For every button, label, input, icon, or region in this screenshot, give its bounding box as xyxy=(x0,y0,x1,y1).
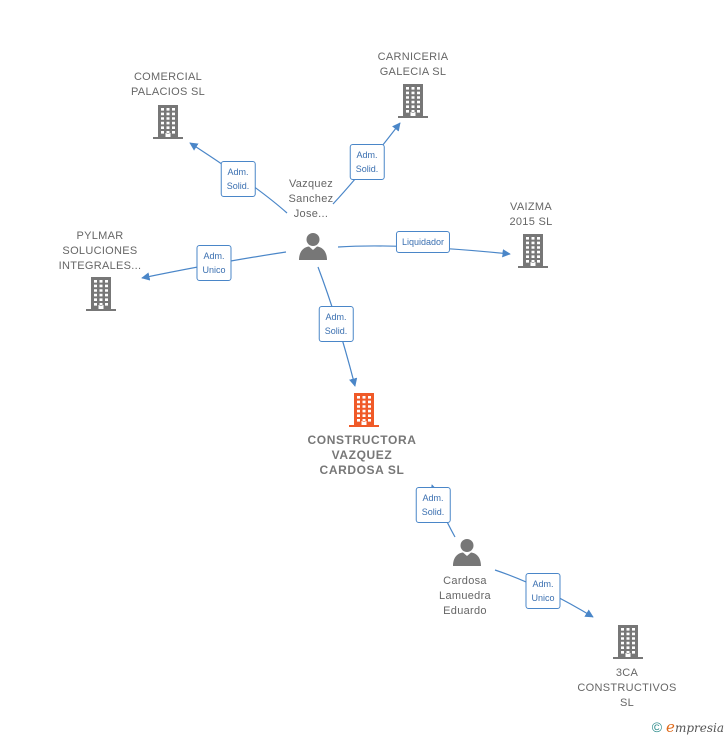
edge-label-line: Solid. xyxy=(421,507,445,517)
node-label-line: SOLUCIONES xyxy=(62,245,138,257)
edge-label-line: Solid. xyxy=(324,326,348,336)
node-label-line: COMERCIAL xyxy=(133,71,203,83)
edge-label-line: Unico xyxy=(531,593,555,603)
building-icon xyxy=(153,105,183,139)
node-label-line: Sanchez xyxy=(288,193,334,205)
building-icon xyxy=(398,84,428,118)
node-carniceria[interactable] xyxy=(396,83,430,124)
node-label-carniceria[interactable]: CARNICERIA GALECIA SL xyxy=(378,50,449,80)
node-label-line: VAZQUEZ xyxy=(331,448,393,462)
node-label-line: CARNICERIA xyxy=(377,51,449,63)
node-label-comercial[interactable]: COMERCIAL PALACIOS SL xyxy=(131,70,205,100)
node-label-line: CONSTRUCTIVOS xyxy=(577,682,677,694)
edge-label-e4[interactable]: Adm. Unico xyxy=(196,245,232,281)
node-label-line: Jose... xyxy=(293,208,329,220)
node-tresca[interactable] xyxy=(611,624,645,665)
edge-label-line: Adm. xyxy=(325,312,347,322)
edge-label-line: Adm. xyxy=(356,150,378,160)
node-label-line: VAIZMA xyxy=(510,201,552,213)
edge-label-line: Liquidador xyxy=(401,237,445,247)
node-comercial[interactable] xyxy=(151,104,185,145)
node-label-line: CONSTRUCTORA xyxy=(307,433,417,447)
node-pylmar[interactable] xyxy=(84,276,118,317)
node-label-line: PYLMAR xyxy=(76,230,124,242)
edge-label-e6[interactable]: Adm. Solid. xyxy=(415,487,451,523)
edge-label-line: Solid. xyxy=(226,181,250,191)
copyright-icon: © xyxy=(651,719,663,735)
node-label-line: GALECIA SL xyxy=(379,66,447,78)
person-icon xyxy=(299,233,327,260)
edge-label-e5[interactable]: Adm. Solid. xyxy=(318,306,354,342)
node-label-line: 3CA xyxy=(615,667,639,679)
person-icon xyxy=(453,539,481,566)
node-cardosa[interactable] xyxy=(452,537,482,572)
building-icon xyxy=(349,393,379,427)
edge-label-e1[interactable]: Adm. Solid. xyxy=(220,161,256,197)
node-label-line: CARDOSA SL xyxy=(319,463,405,477)
node-label-line: PALACIOS SL xyxy=(130,86,206,98)
footer-brand: © empresia xyxy=(652,718,724,736)
node-label-line: Vazquez xyxy=(288,178,334,190)
edge-label-line: Adm. xyxy=(203,251,225,261)
building-icon xyxy=(86,277,116,311)
node-label-tresca[interactable]: 3CA CONSTRUCTIVOS SL xyxy=(577,666,676,711)
edge-label-e2[interactable]: Adm. Solid. xyxy=(349,144,385,180)
edge-label-line: Solid. xyxy=(355,164,379,174)
node-label-pylmar[interactable]: PYLMAR SOLUCIONES INTEGRALES... xyxy=(59,229,142,274)
edge-label-e3[interactable]: Liquidador xyxy=(395,231,451,253)
edge-label-e7[interactable]: Adm. Unico xyxy=(525,573,561,609)
building-icon xyxy=(518,234,548,268)
edge-label-line: Unico xyxy=(202,265,226,275)
node-vaizma[interactable] xyxy=(516,233,550,274)
node-label-line: INTEGRALES... xyxy=(58,260,142,272)
node-label-line: 2015 SL xyxy=(509,216,553,228)
edge-label-line: Adm. xyxy=(227,167,249,177)
node-label-line: Lamuedra xyxy=(439,590,491,602)
building-icon xyxy=(613,625,643,659)
node-constructora[interactable] xyxy=(347,392,381,433)
node-label-line: Eduardo xyxy=(443,605,487,617)
edge-label-line: Adm. xyxy=(422,493,444,503)
node-vazquez[interactable] xyxy=(298,231,328,266)
brand-logo: empresia xyxy=(666,718,724,736)
node-label-line: SL xyxy=(619,697,635,709)
node-label-vaizma[interactable]: VAIZMA 2015 SL xyxy=(509,200,552,230)
edge-label-line: Adm. xyxy=(532,579,554,589)
node-label-line: Cardosa xyxy=(443,575,487,587)
